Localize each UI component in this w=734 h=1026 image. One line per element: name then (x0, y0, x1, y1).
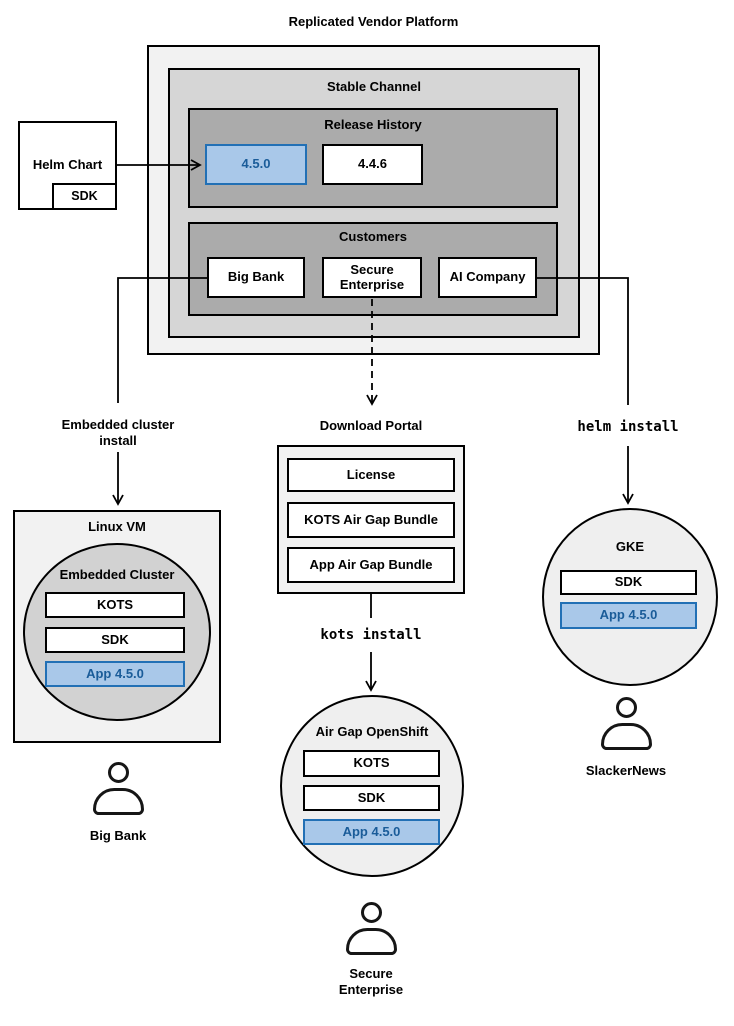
release-4-5-0-box: 4.5.0 (205, 144, 307, 185)
openshift-sdk-box: SDK (303, 785, 440, 811)
release-history-label: Release History (324, 117, 422, 132)
person-body-icon (345, 928, 397, 955)
gke-circle (542, 508, 718, 686)
kots-install-label: kots install (320, 627, 422, 643)
person-body-icon (600, 723, 652, 750)
airgap-openshift-label: Air Gap OpenShift (315, 724, 429, 739)
openshift-app-box: App 4.5.0 (303, 819, 440, 845)
portal-license-box: License (287, 458, 455, 492)
helm-chart-sdk-box: SDK (52, 183, 117, 210)
portal-app-airgap-bundle-box: App Air Gap Bundle (287, 547, 455, 583)
platform-title: Replicated Vendor Platform (288, 14, 459, 29)
openshift-kots-box: KOTS (303, 750, 440, 777)
embedded-cluster-install-label: Embedded cluster install (61, 417, 175, 448)
person-head-icon (360, 902, 382, 923)
customers-label: Customers (339, 229, 407, 244)
secure-enterprise-user-label: Secure Enterprise (338, 966, 404, 997)
big-bank-user-label: Big Bank (89, 828, 147, 843)
embedded-cluster-sdk-box: SDK (45, 627, 185, 653)
release-4-4-6-box: 4.4.6 (322, 144, 423, 185)
gke-label: GKE (615, 539, 645, 554)
linux-vm-label: Linux VM (88, 519, 146, 534)
slackernews-user-label: SlackerNews (585, 763, 667, 778)
gke-sdk-box: SDK (560, 570, 697, 595)
person-head-icon (107, 762, 129, 783)
download-portal-label: Download Portal (319, 418, 423, 433)
embedded-cluster-label: Embedded Cluster (59, 567, 175, 582)
secure-enterprise-person-icon (339, 902, 403, 955)
embedded-cluster-app-box: App 4.5.0 (45, 661, 185, 687)
embedded-cluster-kots-box: KOTS (45, 592, 185, 618)
slackernews-person-icon (594, 697, 658, 750)
customer-ai-company-box: AI Company (438, 257, 537, 298)
big-bank-person-icon (86, 762, 150, 815)
customer-big-bank-box: Big Bank (207, 257, 305, 298)
person-body-icon (92, 788, 144, 815)
portal-kots-airgap-bundle-box: KOTS Air Gap Bundle (287, 502, 455, 538)
person-head-icon (615, 697, 637, 718)
customer-secure-enterprise-box: Secure Enterprise (322, 257, 422, 298)
gke-app-box: App 4.5.0 (560, 602, 697, 629)
stable-channel-label: Stable Channel (327, 79, 421, 94)
helm-chart-label: Helm Chart (32, 157, 103, 173)
helm-install-label: helm install (577, 419, 679, 435)
